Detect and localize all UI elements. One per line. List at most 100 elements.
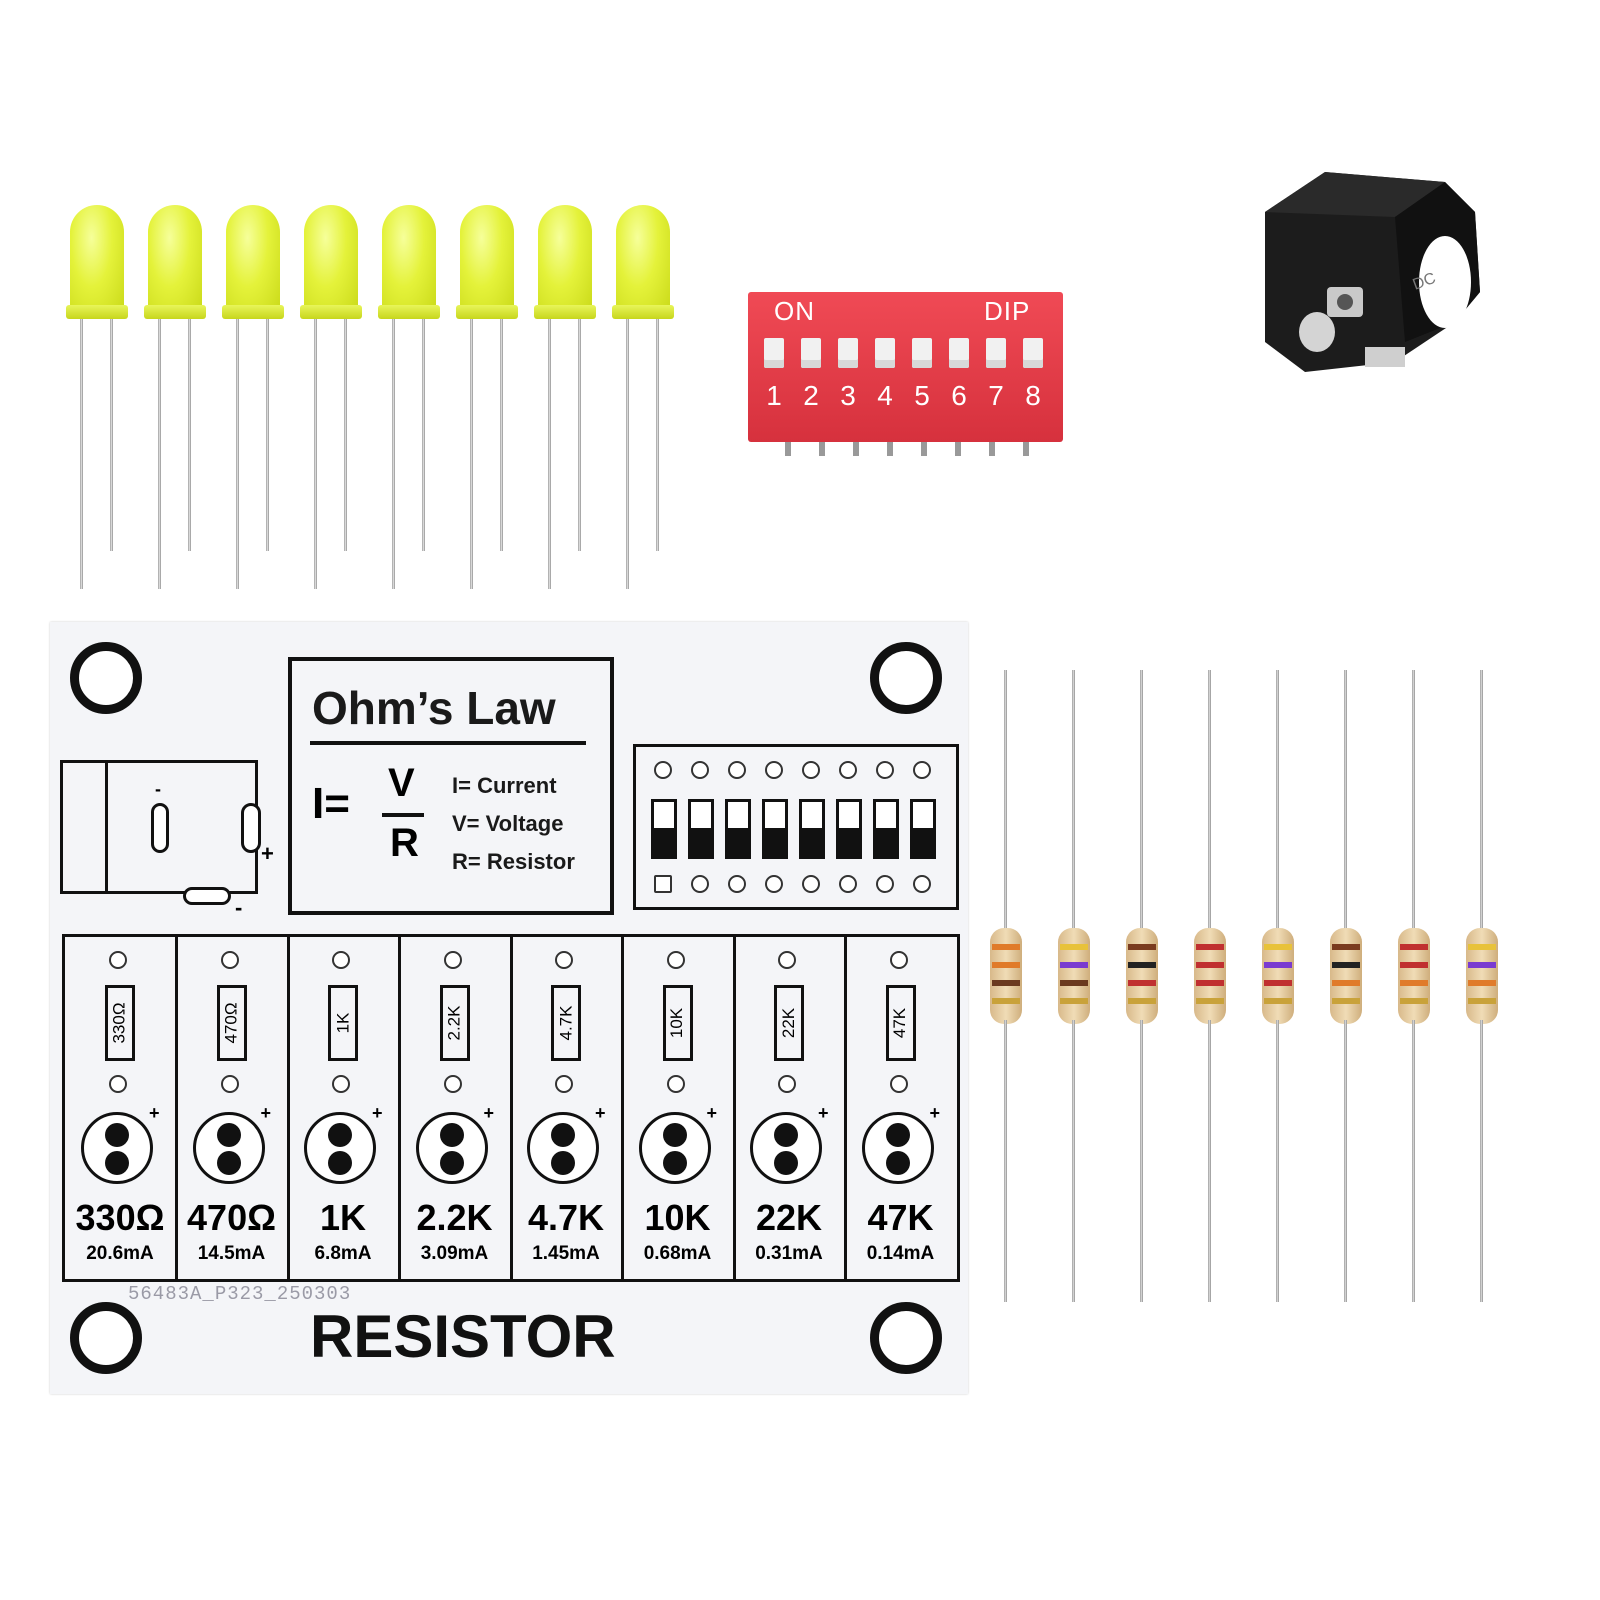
led-current: 0.31mA bbox=[755, 1243, 823, 1264]
resistor-value: 470Ω bbox=[187, 1197, 276, 1238]
resistor-value: 1K bbox=[319, 1197, 367, 1238]
led-plus-mark: + bbox=[372, 1103, 383, 1123]
footprint-switch bbox=[688, 799, 714, 859]
led-current: 0.14mA bbox=[866, 1243, 935, 1264]
yellow-led-icon bbox=[534, 205, 596, 590]
resistor-silk-wrap: 22K bbox=[774, 985, 804, 1061]
dip-pin bbox=[819, 442, 825, 456]
resistor-outline bbox=[885, 985, 916, 1061]
mounting-hole bbox=[870, 642, 942, 714]
dip-actuator bbox=[949, 338, 969, 368]
dip-actuator bbox=[912, 338, 932, 368]
serial-number: 56483A_P323_250303 bbox=[128, 1283, 352, 1305]
dc-jack-icon: DC bbox=[1265, 172, 1480, 372]
dip-number: 8 bbox=[1025, 380, 1041, 411]
solder-pad bbox=[332, 1075, 350, 1093]
resistor-icon bbox=[1394, 670, 1434, 1302]
dip-switch-footprint bbox=[633, 744, 959, 910]
dip-number: 5 bbox=[914, 380, 930, 411]
led-current: 0.68mA bbox=[643, 1243, 712, 1264]
solder-pad bbox=[913, 761, 931, 779]
yellow-led-icon bbox=[300, 205, 362, 590]
dip-actuator bbox=[986, 338, 1006, 368]
resistor-outline bbox=[105, 985, 135, 1061]
dip-number: 4 bbox=[877, 380, 893, 411]
resistor-outline bbox=[328, 985, 358, 1061]
resistor-silk-wrap: 2.2K bbox=[440, 985, 470, 1061]
resistor-icon bbox=[1122, 670, 1162, 1302]
resistor-silk-label: 4.7K bbox=[556, 1005, 576, 1041]
led-footprint bbox=[304, 1112, 376, 1184]
ohms-law-title: Ohm’s Law bbox=[312, 682, 556, 734]
led-footprint bbox=[861, 1112, 934, 1184]
solder-pad bbox=[691, 875, 709, 893]
dip-pin bbox=[887, 442, 893, 456]
solder-pad bbox=[728, 761, 746, 779]
dip-pin bbox=[1023, 442, 1029, 456]
solder-pad bbox=[332, 951, 350, 969]
yellow-led-icon bbox=[66, 205, 128, 590]
resistor-silk-label: 1K bbox=[332, 1012, 352, 1034]
resistor-icon bbox=[1326, 670, 1366, 1302]
resistor-silk-wrap: 10K bbox=[663, 985, 693, 1061]
solder-pad bbox=[778, 951, 796, 969]
footprint-switch bbox=[651, 799, 677, 859]
resistor-value: 330Ω bbox=[75, 1197, 165, 1238]
formula-numerator: V bbox=[388, 761, 415, 805]
resistor-icon bbox=[1054, 670, 1094, 1302]
resistor-column: 470Ω +470Ω 14.5mA bbox=[177, 937, 290, 1279]
fraction-bar bbox=[382, 813, 424, 817]
footprint-divider bbox=[105, 763, 108, 891]
yellow-led-icon bbox=[222, 205, 284, 590]
solder-pad bbox=[443, 951, 462, 969]
dip-pin bbox=[853, 442, 859, 456]
led-current: 20.6mA bbox=[86, 1243, 154, 1264]
solder-pad bbox=[765, 761, 783, 779]
dip-actuator bbox=[1023, 338, 1043, 368]
solder-pad bbox=[654, 875, 672, 893]
dip-number: 2 bbox=[803, 380, 819, 411]
resistor-outline bbox=[551, 985, 581, 1061]
led-footprint bbox=[527, 1112, 599, 1184]
dip-number: 7 bbox=[988, 380, 1004, 411]
resistor-value: 4.7K bbox=[527, 1197, 605, 1238]
yellow-led-icon bbox=[144, 205, 206, 590]
resistor-outline bbox=[439, 985, 470, 1061]
solder-pad bbox=[654, 761, 672, 779]
resistor-silk-wrap: 47K bbox=[886, 985, 916, 1061]
jack-slot bbox=[241, 803, 261, 853]
led-footprint bbox=[638, 1112, 711, 1184]
solder-pad bbox=[109, 951, 127, 969]
resistor-silk-label: 47K bbox=[890, 1007, 910, 1039]
resistor-outline bbox=[774, 985, 804, 1061]
solder-pad bbox=[839, 761, 857, 779]
solder-pad bbox=[876, 875, 894, 893]
led-current: 3.09mA bbox=[420, 1243, 489, 1264]
dip-pin bbox=[785, 442, 791, 456]
resistor-silk-label: 470Ω bbox=[221, 1002, 241, 1044]
led-plus-mark: + bbox=[706, 1103, 718, 1123]
resistor-value: 22K bbox=[755, 1197, 823, 1238]
resistor-column: 10K +10K 0.68mA bbox=[623, 937, 736, 1279]
solder-pad bbox=[728, 875, 746, 893]
resistor-silk-label: 2.2K bbox=[444, 1005, 464, 1041]
resistor-icon bbox=[1462, 670, 1502, 1302]
resistor-silk-wrap: 1K bbox=[328, 985, 358, 1061]
resistor-icon bbox=[1258, 670, 1298, 1302]
led-plus-mark: + bbox=[483, 1103, 495, 1123]
solder-pad bbox=[913, 875, 931, 893]
dc-plus-mark: + bbox=[261, 841, 274, 866]
resistor-value: 10K bbox=[644, 1197, 711, 1238]
dip-pin bbox=[921, 442, 927, 456]
led-plus-mark: + bbox=[260, 1103, 272, 1123]
jack-slot bbox=[183, 887, 231, 905]
solder-pad bbox=[109, 1075, 127, 1093]
dip-pin bbox=[989, 442, 995, 456]
resistor-pcb-board: Ohm’s Law I= V R I= Current V= Voltage R… bbox=[50, 622, 968, 1394]
led-current: 14.5mA bbox=[197, 1243, 266, 1264]
dip-actuator bbox=[764, 338, 784, 368]
solder-pad bbox=[443, 1075, 462, 1093]
